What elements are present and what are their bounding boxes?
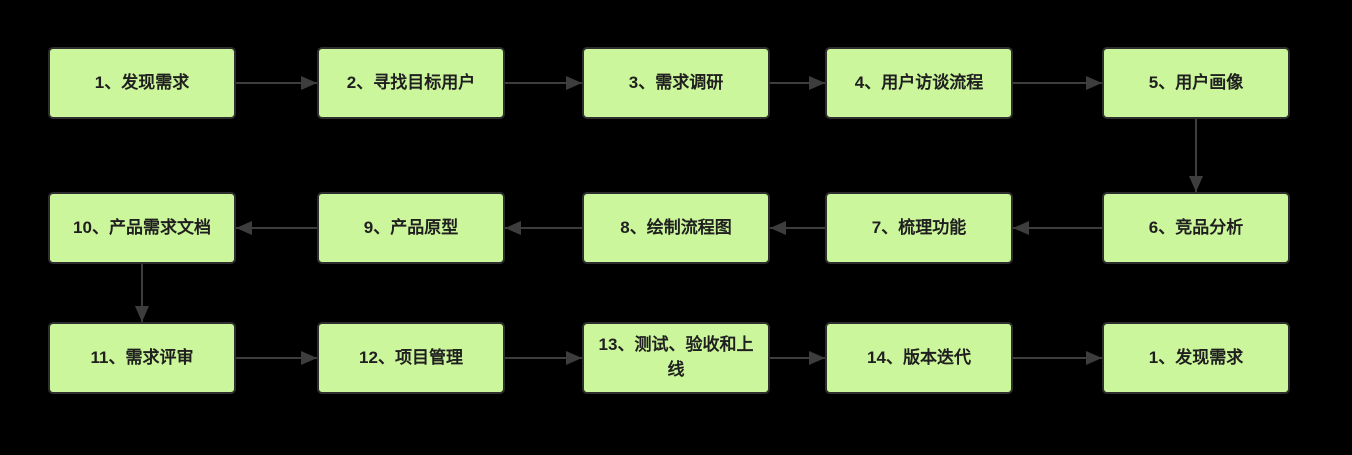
flow-node-step-5: 5、用户画像: [1102, 47, 1290, 119]
flow-node-label: 5、用户画像: [1148, 72, 1244, 92]
flow-node-step-4: 4、用户访谈流程: [825, 47, 1013, 119]
flow-node-step-10: 10、产品需求文档: [48, 192, 236, 264]
flow-node-step-6: 6、竞品分析: [1102, 192, 1290, 264]
flow-node-step-2: 2、寻找目标用户: [317, 47, 505, 119]
flow-node-label: 11、需求评审: [90, 347, 194, 367]
flow-node-step-1-repeat: 1、发现需求: [1102, 322, 1290, 394]
flow-node-label: 9、产品原型: [363, 217, 459, 237]
flow-node-label: 7、梳理功能: [871, 217, 967, 237]
flow-node-label: 10、产品需求文档: [73, 217, 211, 237]
flow-node-label: 2、寻找目标用户: [346, 72, 476, 92]
flow-node-step-8: 8、绘制流程图: [582, 192, 770, 264]
flow-node-label: 3、需求调研: [628, 72, 724, 92]
flow-node-step-13: 13、测试、验收和上线: [582, 322, 770, 394]
flow-node-step-7: 7、梳理功能: [825, 192, 1013, 264]
flow-node-label: 6、竞品分析: [1148, 217, 1244, 237]
flow-node-step-12: 12、项目管理: [317, 322, 505, 394]
flow-node-step-3: 3、需求调研: [582, 47, 770, 119]
flow-node-label: 12、项目管理: [359, 347, 463, 367]
flow-node-label: 13、测试、验收和上线: [598, 335, 754, 379]
flow-node-label: 1、发现需求: [94, 72, 190, 92]
flow-node-step-11: 11、需求评审: [48, 322, 236, 394]
flow-node-label: 1、发现需求: [1148, 347, 1244, 367]
flow-node-step-14: 14、版本迭代: [825, 322, 1013, 394]
flow-node-step-1: 1、发现需求: [48, 47, 236, 119]
flow-node-step-9: 9、产品原型: [317, 192, 505, 264]
flow-node-label: 4、用户访谈流程: [854, 72, 984, 92]
flow-node-label: 8、绘制流程图: [620, 217, 732, 237]
flow-node-label: 14、版本迭代: [867, 347, 971, 367]
